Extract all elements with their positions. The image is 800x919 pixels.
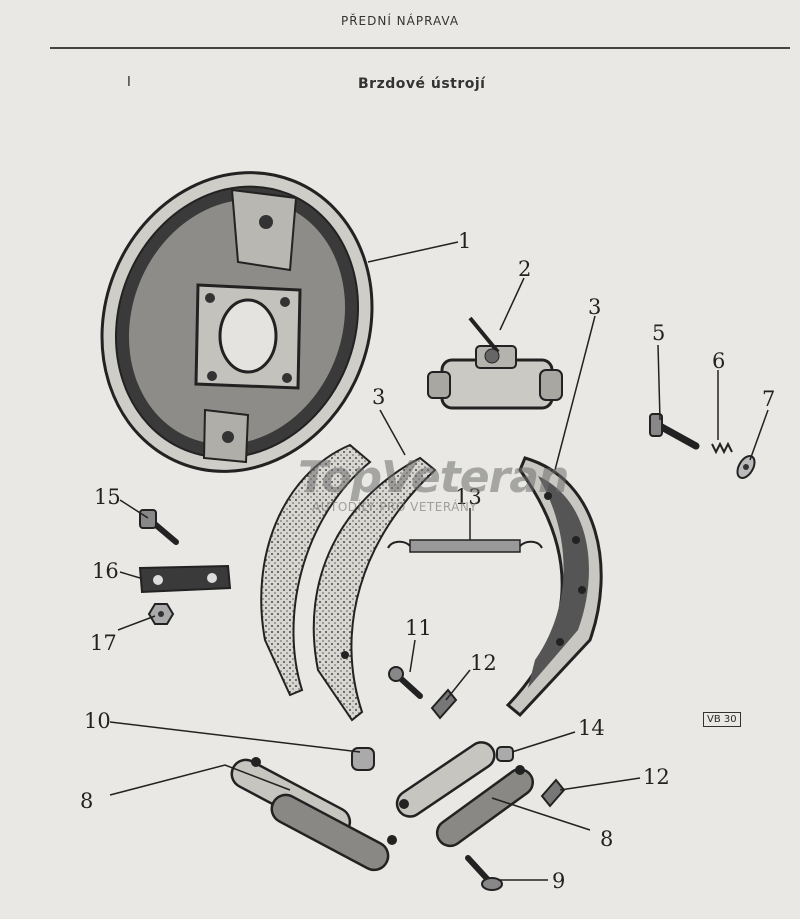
watermark-tagline: AUTODÍLY PRO VETERÁNY <box>312 500 478 514</box>
callout-12: 12 <box>643 765 670 789</box>
callout-3: 3 <box>588 295 601 319</box>
brake-shoe-part <box>505 456 603 718</box>
bushing-part <box>351 747 375 771</box>
callout-5: 5 <box>652 321 665 345</box>
page-mark: I <box>127 75 131 90</box>
bolt-part <box>465 855 503 891</box>
callout-13: 13 <box>455 485 482 509</box>
callout-8: 8 <box>80 789 93 813</box>
header-rule <box>50 47 790 49</box>
adjuster-bolt-part <box>649 413 700 450</box>
watermark-logo: TopVeteran <box>298 452 569 503</box>
figure-code: VB 30 <box>703 712 741 727</box>
callout-7: 7 <box>762 387 775 411</box>
spacer-part <box>496 746 514 762</box>
page-title: Brzdové ústrojí <box>358 76 486 92</box>
clip-part-lower <box>540 778 566 808</box>
callout-16: 16 <box>92 559 119 583</box>
callout-10: 10 <box>84 709 111 733</box>
leader-lines <box>109 241 769 881</box>
spring-part <box>711 441 733 455</box>
callout-3: 3 <box>372 385 385 409</box>
wheel-cylinder-part <box>427 316 563 410</box>
callout-12: 12 <box>470 651 497 675</box>
backing-plate-part <box>100 171 374 473</box>
callout-11: 11 <box>405 616 432 640</box>
screw-part <box>139 509 179 545</box>
callout-1: 1 <box>458 229 471 253</box>
callout-14: 14 <box>578 716 605 740</box>
clip-part-upper <box>430 688 458 720</box>
link-plates-left-part <box>230 757 397 872</box>
callout-8: 8 <box>600 827 613 851</box>
locking-plate-part <box>138 564 232 594</box>
link-plates-right-part <box>395 741 534 848</box>
brake-shoe-lining-part <box>260 443 437 722</box>
washer-part <box>736 455 756 479</box>
pin-part <box>388 666 423 699</box>
callout-9: 9 <box>552 869 565 893</box>
nut-part <box>147 603 175 625</box>
callout-labels: 1 2 3 3 5 6 7 15 13 16 17 11 12 10 14 12… <box>80 229 775 893</box>
callout-2: 2 <box>518 257 531 281</box>
callout-6: 6 <box>712 349 725 373</box>
callout-15: 15 <box>94 485 121 509</box>
return-spring-part <box>387 539 543 553</box>
callout-17: 17 <box>90 631 117 655</box>
section-header: PŘEDNÍ NÁPRAVA <box>340 14 460 28</box>
